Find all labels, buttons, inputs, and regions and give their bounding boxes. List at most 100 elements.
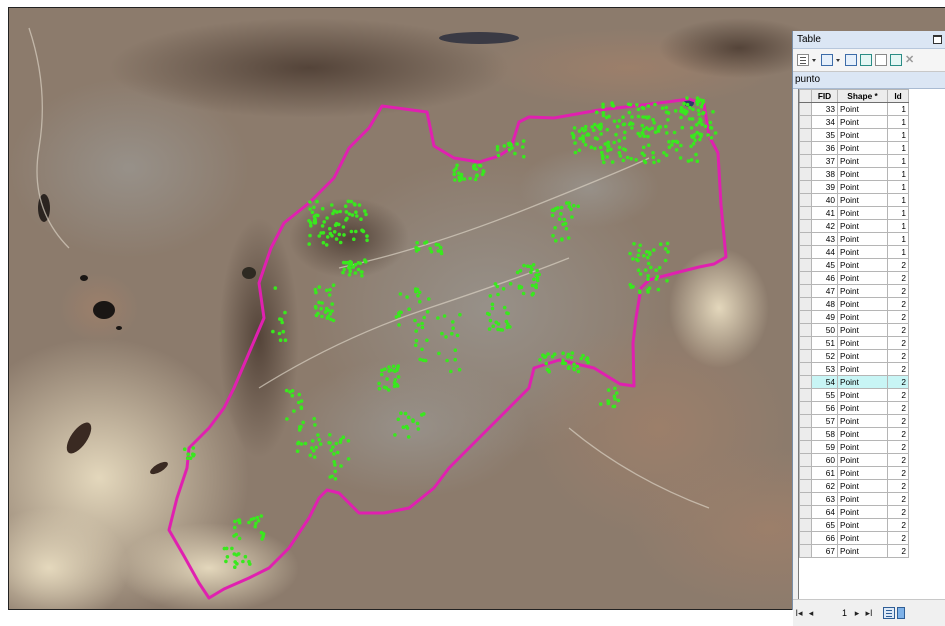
select-by-attributes-icon[interactable] [845,54,857,66]
row-selector[interactable] [800,207,812,220]
cell-id: 2 [888,298,909,311]
row-selector[interactable] [800,402,812,415]
row-selector[interactable] [800,285,812,298]
clear-selection-icon[interactable] [875,54,887,66]
column-header-shape[interactable]: Shape * [838,90,888,103]
row-selector[interactable] [800,246,812,259]
zoom-to-selected-icon[interactable] [890,54,902,66]
row-selector[interactable] [800,233,812,246]
row-selector[interactable] [800,181,812,194]
row-selector[interactable] [800,168,812,181]
row-selector[interactable] [800,350,812,363]
point-marker [312,417,316,421]
row-selector-header[interactable] [800,90,812,103]
row-selector[interactable] [800,155,812,168]
point-marker [296,449,300,453]
attribute-table-window[interactable]: Table ✕ punto FID Shape * Id [792,31,945,610]
restore-window-icon[interactable] [933,35,942,44]
related-tables-icon[interactable] [821,54,833,66]
row-selector[interactable] [800,480,812,493]
row-selector[interactable] [800,428,812,441]
row-selector[interactable] [800,493,812,506]
row-selector[interactable] [800,311,812,324]
row-selector[interactable] [800,129,812,142]
related-tables-dropdown-icon[interactable] [836,59,840,62]
table-tab-name[interactable]: punto [793,72,945,89]
row-selector[interactable] [800,363,812,376]
show-all-records-icon[interactable] [883,607,895,619]
row-selector[interactable] [800,103,812,116]
row-selector[interactable] [800,298,812,311]
first-record-icon[interactable]: I◂ [793,608,805,619]
delete-selected-icon[interactable]: ✕ [905,54,914,66]
row-selector[interactable] [800,454,812,467]
row-selector[interactable] [800,467,812,480]
table-options-icon[interactable] [797,54,809,66]
point-marker [674,140,678,144]
row-selector[interactable] [800,389,812,402]
row-selector[interactable] [800,415,812,428]
point-marker [390,368,394,372]
point-marker [531,284,535,288]
row-selector[interactable] [800,194,812,207]
switch-selection-icon[interactable] [860,54,872,66]
point-marker [332,319,336,323]
next-record-icon[interactable]: ▸ [851,608,863,619]
row-selector[interactable] [800,116,812,129]
row-selector[interactable] [800,376,812,389]
show-selected-records-icon[interactable] [897,607,905,619]
column-header-id[interactable]: Id [888,90,909,103]
row-selector[interactable] [800,272,812,285]
last-record-icon[interactable]: ▸I [863,608,875,619]
row-selector[interactable] [800,545,812,558]
row-selector[interactable] [800,142,812,155]
row-selector[interactable] [800,337,812,350]
row-selector[interactable] [800,441,812,454]
table-options-dropdown-icon[interactable] [812,59,816,62]
row-selector[interactable] [800,324,812,337]
row-selector[interactable] [800,532,812,545]
previous-record-icon[interactable]: ◂ [805,608,817,619]
row-selector[interactable] [800,259,812,272]
column-header-fid[interactable]: FID [812,90,838,103]
row-selector[interactable] [800,220,812,233]
row-selector[interactable] [800,506,812,519]
row-selector[interactable] [800,519,812,532]
